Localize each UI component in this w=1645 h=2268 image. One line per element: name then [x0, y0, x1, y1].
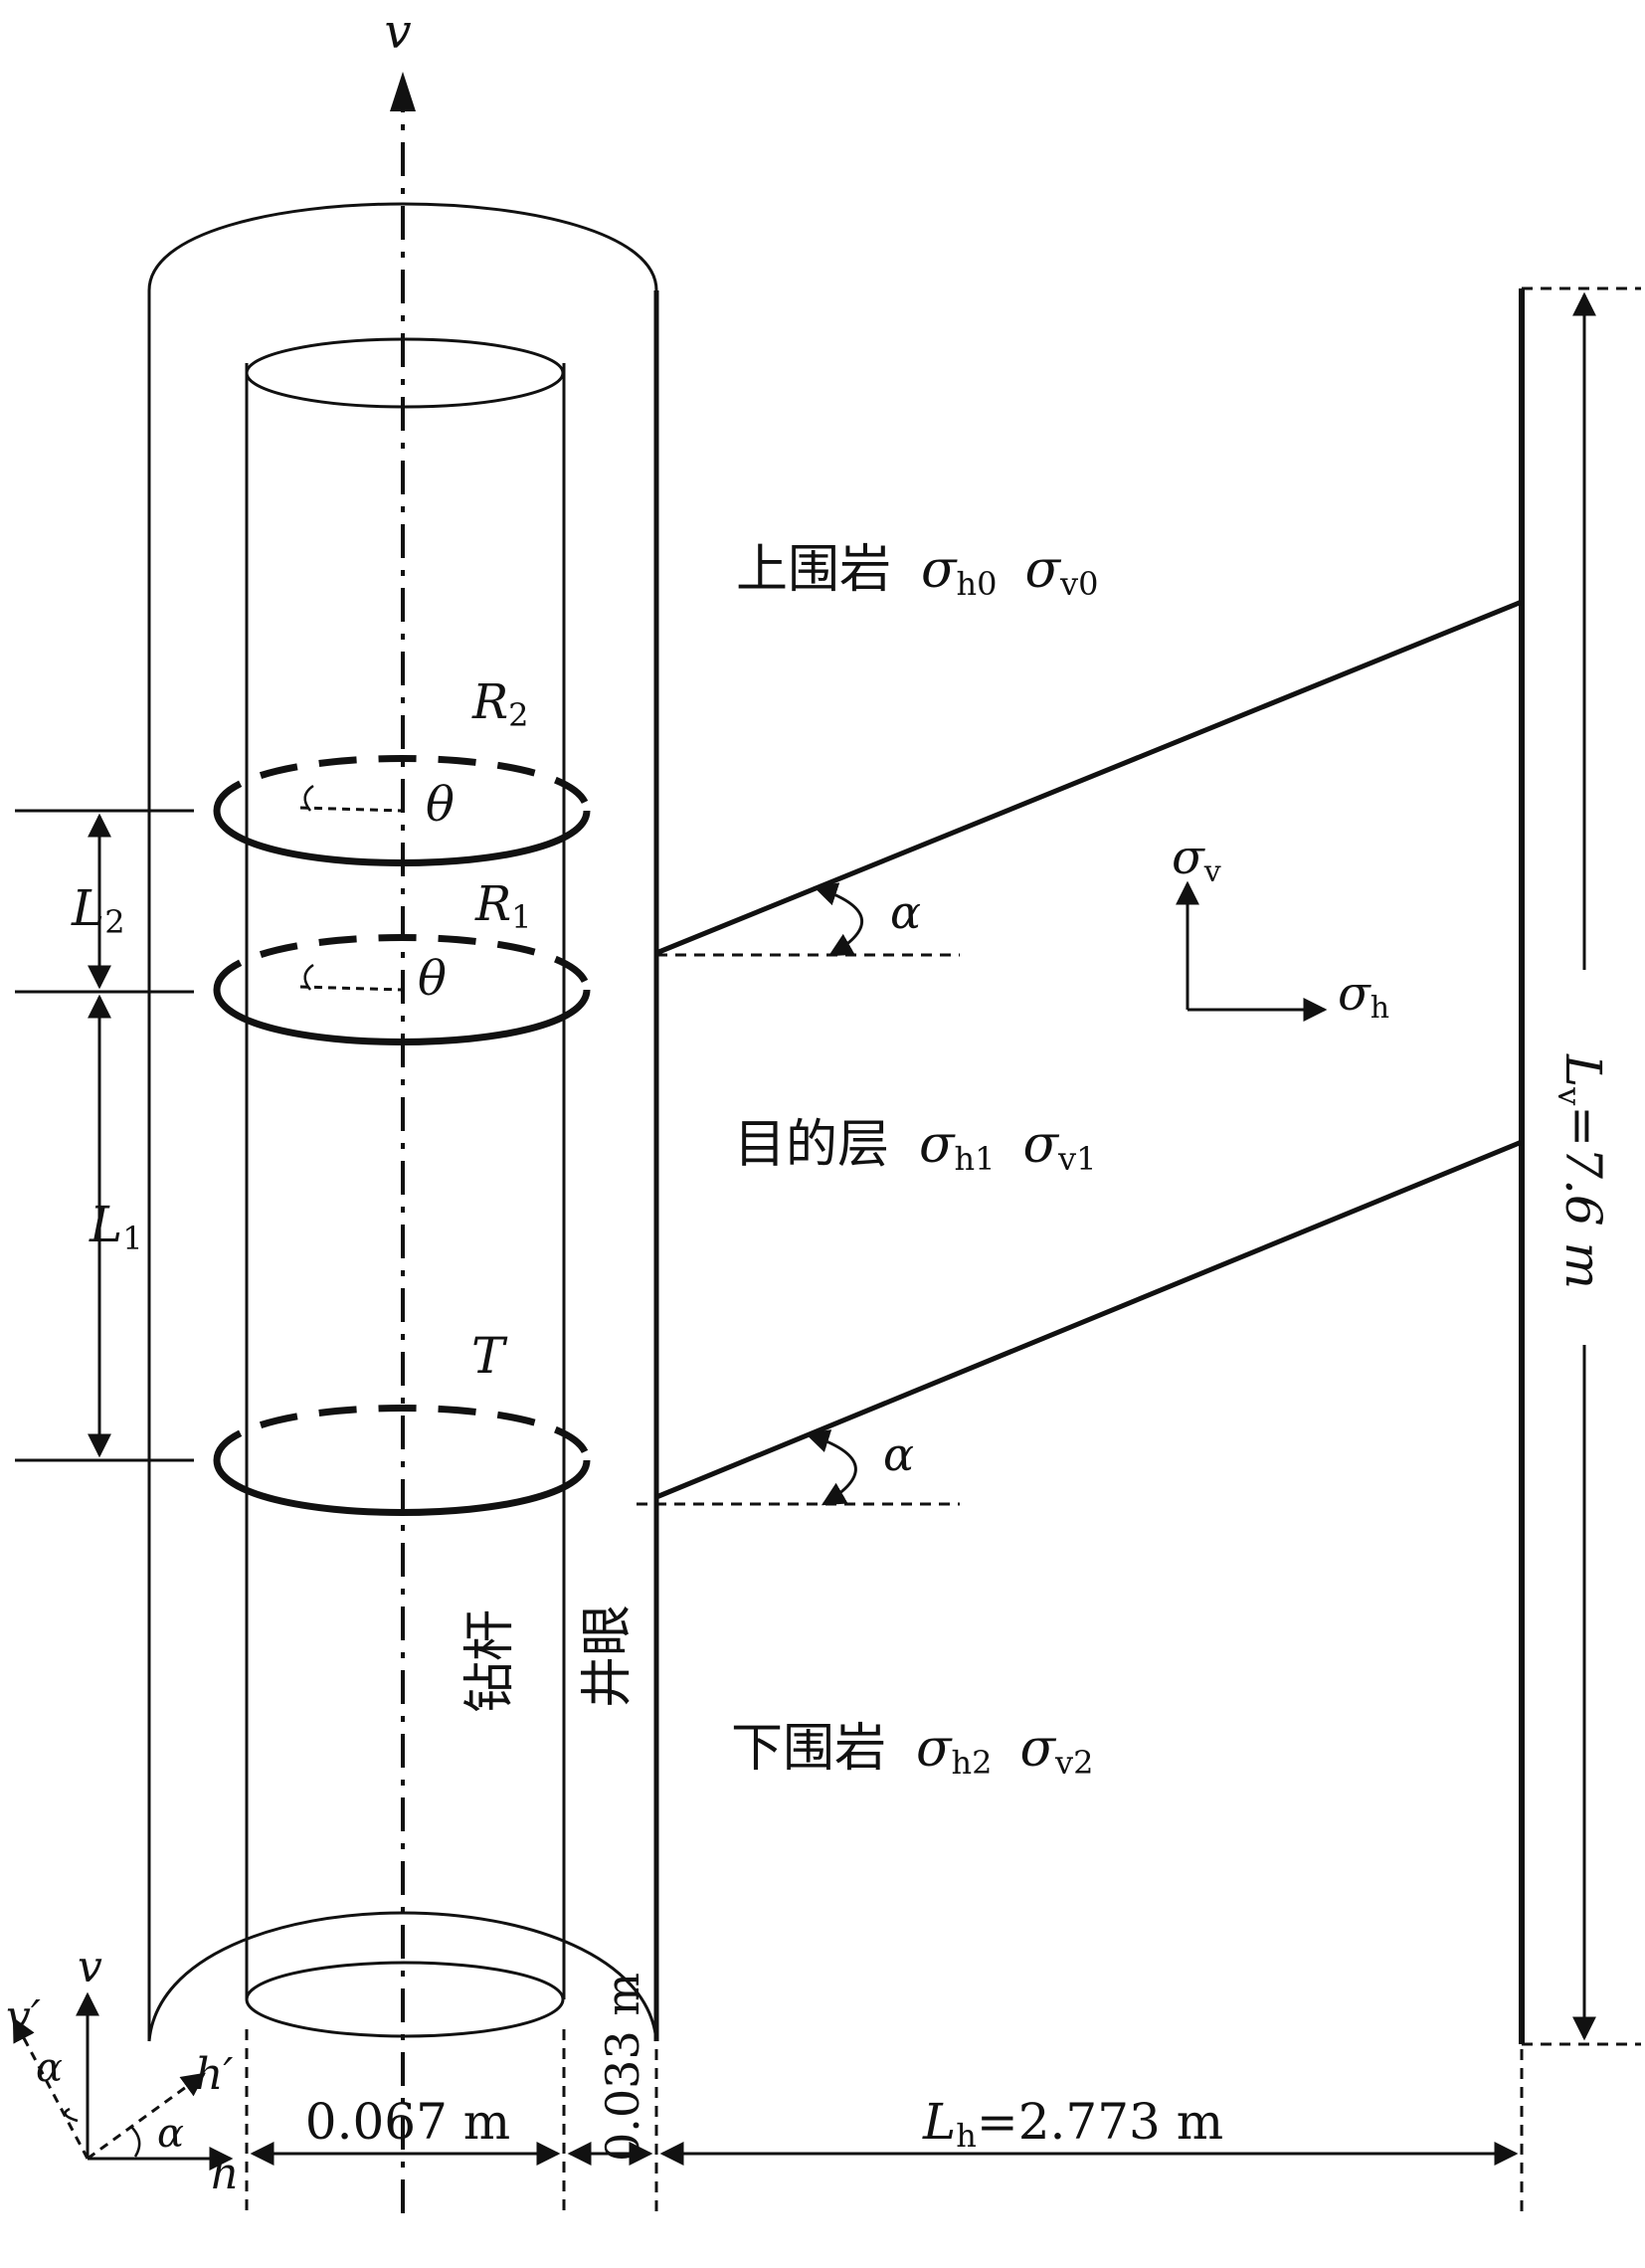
coord-v-prime: v′ [6, 1991, 41, 2042]
label-dim-pipe: 0.067 m [305, 2093, 510, 2151]
coord-h-prime: h′ [195, 2049, 233, 2100]
label-t: T [471, 1327, 508, 1385]
label-sigma-v: σv [1172, 830, 1221, 889]
label-alpha-lower: α [883, 1427, 914, 1481]
lower-boundary [637, 1139, 1523, 1506]
label-lv: Lv=7.6 m [1551, 1053, 1612, 1289]
borehole-cylinder [147, 202, 659, 2042]
label-alpha-upper: α [890, 885, 921, 939]
label-dim-gap: 0.033 m [596, 1973, 649, 2162]
axis-arrowhead [390, 72, 416, 111]
label-l2: L2 [71, 879, 125, 941]
label-sigma-h: σh [1338, 966, 1389, 1026]
label-drill-pipe: 钻杆 [460, 1609, 520, 1713]
axis-top-label: v [384, 4, 411, 60]
bottom-dimensions [245, 2029, 1524, 2213]
ring-t [213, 1405, 591, 1516]
coord-h: h [211, 2149, 239, 2199]
ring-r2 [213, 755, 591, 866]
label-l1: L1 [89, 1196, 143, 1257]
stress-axes [1176, 880, 1328, 1022]
label-borehole: 井眼 [578, 1605, 638, 1708]
label-r2: R2 [471, 674, 529, 734]
coord-alpha-h: α [157, 2111, 184, 2157]
left-dimension-lines [15, 809, 194, 1462]
coord-alpha-v: α [36, 2045, 63, 2091]
coord-v: v [78, 1942, 102, 1992]
coordinate-system [12, 1991, 234, 2171]
upper-boundary [655, 599, 1523, 957]
label-r1: R1 [474, 876, 532, 936]
right-boundary [1519, 286, 1641, 2046]
label-theta-r1: θ [418, 951, 447, 1007]
drill-pipe-cylinder [245, 337, 566, 2038]
label-lh: Lh=2.773 m [922, 2093, 1223, 2155]
label-theta-r2: θ [426, 777, 455, 833]
ring-r1 [213, 934, 591, 1045]
